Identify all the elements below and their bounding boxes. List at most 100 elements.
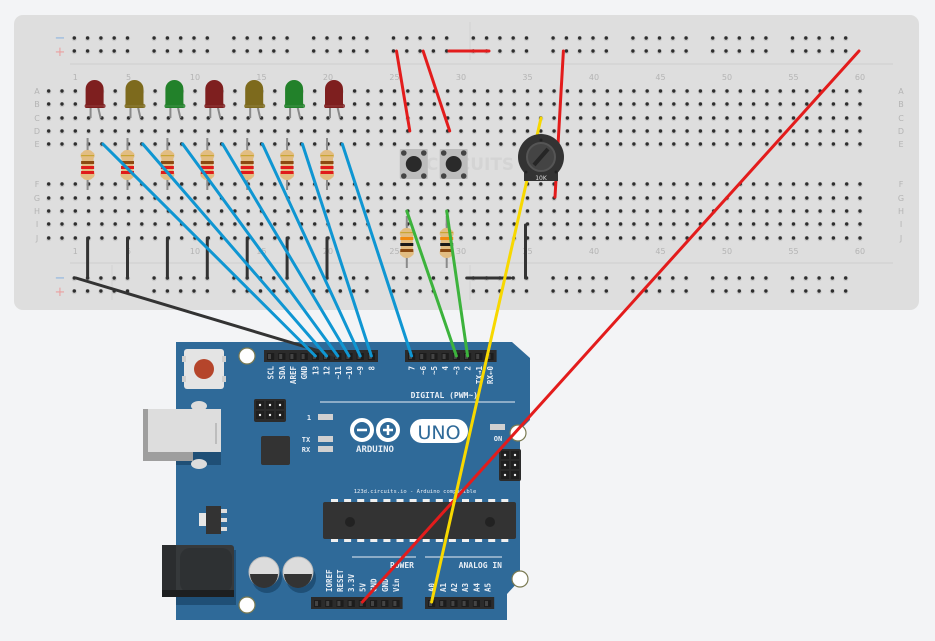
led-signal-wire[interactable] — [221, 142, 351, 358]
led-yellow[interactable] — [124, 80, 146, 119]
breadboard-hole-center — [778, 236, 782, 240]
led-red[interactable] — [84, 80, 106, 119]
push-button[interactable] — [439, 149, 468, 179]
usb-mount — [191, 459, 207, 469]
button-signal-wire[interactable] — [445, 209, 470, 358]
breadboard-hole-center — [605, 129, 609, 133]
led-signal-wire[interactable] — [300, 142, 373, 358]
breadboard-hole-center — [299, 236, 304, 240]
breadboard-hole-center — [193, 209, 197, 213]
arduino-uno[interactable]: 123d.circuits.io - Arduino compatible AR… — [143, 342, 530, 620]
breadboard-hole-center — [459, 89, 463, 93]
breadboard-hole-center — [140, 196, 144, 200]
led-signal-wire[interactable] — [101, 142, 317, 358]
button-cap[interactable] — [405, 156, 422, 172]
capacitor — [282, 556, 316, 593]
breadboard-hole-center — [352, 102, 357, 106]
header-pin-shade — [420, 354, 424, 359]
breadboard-hole-center — [432, 182, 437, 186]
breadboard-hole-center — [525, 129, 530, 133]
header-pin-shade — [290, 354, 294, 359]
resistor-band — [81, 161, 95, 164]
breadboard-hole-center — [672, 129, 676, 133]
gnd-wire[interactable] — [74, 276, 338, 358]
button-power-wire[interactable] — [395, 49, 412, 133]
led-red[interactable] — [204, 80, 226, 119]
5v-wire[interactable] — [360, 49, 861, 604]
breadboard-hole-center — [459, 222, 463, 226]
pot-signal-wire[interactable] — [430, 116, 543, 604]
led-signal-wire[interactable] — [181, 142, 340, 358]
breadboard-hole-center — [845, 116, 849, 120]
push-button[interactable] — [399, 149, 428, 179]
button-power-wire[interactable] — [421, 49, 452, 133]
breadboard-hole-center — [738, 129, 742, 133]
breadboard-hole-center — [47, 89, 51, 93]
breadboard-hole-center — [552, 116, 556, 120]
led-resistor[interactable] — [80, 138, 95, 190]
led-resistor[interactable] — [280, 138, 295, 190]
breadboard-hole-center — [751, 142, 756, 146]
power-header[interactable] — [311, 597, 403, 609]
breadboard-hole-center — [565, 142, 570, 146]
breadboard-hole-center — [805, 209, 809, 213]
button-cap[interactable] — [445, 156, 462, 172]
resistor-band — [160, 155, 174, 157]
breadboard-hole-center — [339, 182, 343, 186]
breadboard-hole-center — [205, 36, 209, 40]
wires[interactable] — [74, 49, 861, 604]
breadboard-hole-center — [60, 182, 64, 186]
breadboard-hole-center — [166, 129, 171, 133]
breadboard-hole-center — [552, 222, 556, 226]
reset-button[interactable] — [194, 359, 214, 379]
breadboard-hole-center — [351, 49, 356, 53]
button-signal-wire[interactable] — [405, 209, 458, 358]
chip-pin — [435, 538, 443, 542]
icsp-pin — [258, 403, 262, 407]
breadboard-hole-center — [100, 129, 104, 133]
led-resistor[interactable] — [320, 138, 334, 190]
components-top[interactable]: 10K — [84, 79, 564, 182]
breadboard-hole-center — [299, 182, 304, 186]
breadboard-hole-center — [472, 209, 476, 213]
breadboard-hole-center — [845, 209, 849, 213]
breadboard-hole-center — [112, 36, 116, 40]
breadboard-hole-center — [246, 209, 250, 213]
led-yellow[interactable] — [244, 79, 266, 119]
column-label: 50 — [722, 247, 732, 256]
breadboard-hole-center — [511, 36, 515, 40]
digital-header-right[interactable] — [405, 350, 497, 362]
led-red[interactable] — [324, 80, 345, 119]
breadboard-hole-center — [645, 196, 649, 200]
breadboard-hole-center — [684, 276, 688, 280]
power-header-body — [311, 597, 403, 609]
breadboard-hole-center — [684, 49, 688, 53]
breadboard-hole-center — [113, 222, 117, 226]
led-resistor[interactable] — [240, 138, 255, 190]
breadboard-hole-center — [499, 236, 503, 240]
analog-header[interactable] — [425, 597, 495, 609]
breadboard-hole-center — [379, 116, 383, 120]
breadboard-hole-center — [339, 222, 343, 226]
potentiometer[interactable]: 10K — [518, 134, 564, 182]
breadboard-hole-center — [805, 196, 809, 200]
led-green[interactable] — [284, 80, 306, 119]
pin-label: ~6 — [419, 366, 428, 376]
icsp-pin — [513, 473, 517, 477]
breadboard-hole-center — [844, 49, 848, 53]
led-signal-wire[interactable] — [141, 142, 329, 358]
usb-port[interactable] — [148, 409, 221, 452]
breadboard-hole-center — [858, 209, 862, 213]
breadboard-hole-center — [565, 116, 570, 120]
breadboard-hole-center — [658, 209, 663, 213]
header-pin-shade — [382, 601, 386, 606]
led-signal-wire[interactable] — [261, 142, 362, 358]
breadboard-hole-center — [578, 49, 582, 53]
led-green[interactable] — [164, 80, 186, 119]
breadboard-hole-center — [113, 196, 117, 200]
led-signal-wire[interactable] — [340, 142, 414, 358]
breadboard-hole-center — [592, 142, 596, 146]
pulldown-resistor[interactable] — [399, 216, 414, 268]
header-pin-shade — [451, 601, 455, 606]
